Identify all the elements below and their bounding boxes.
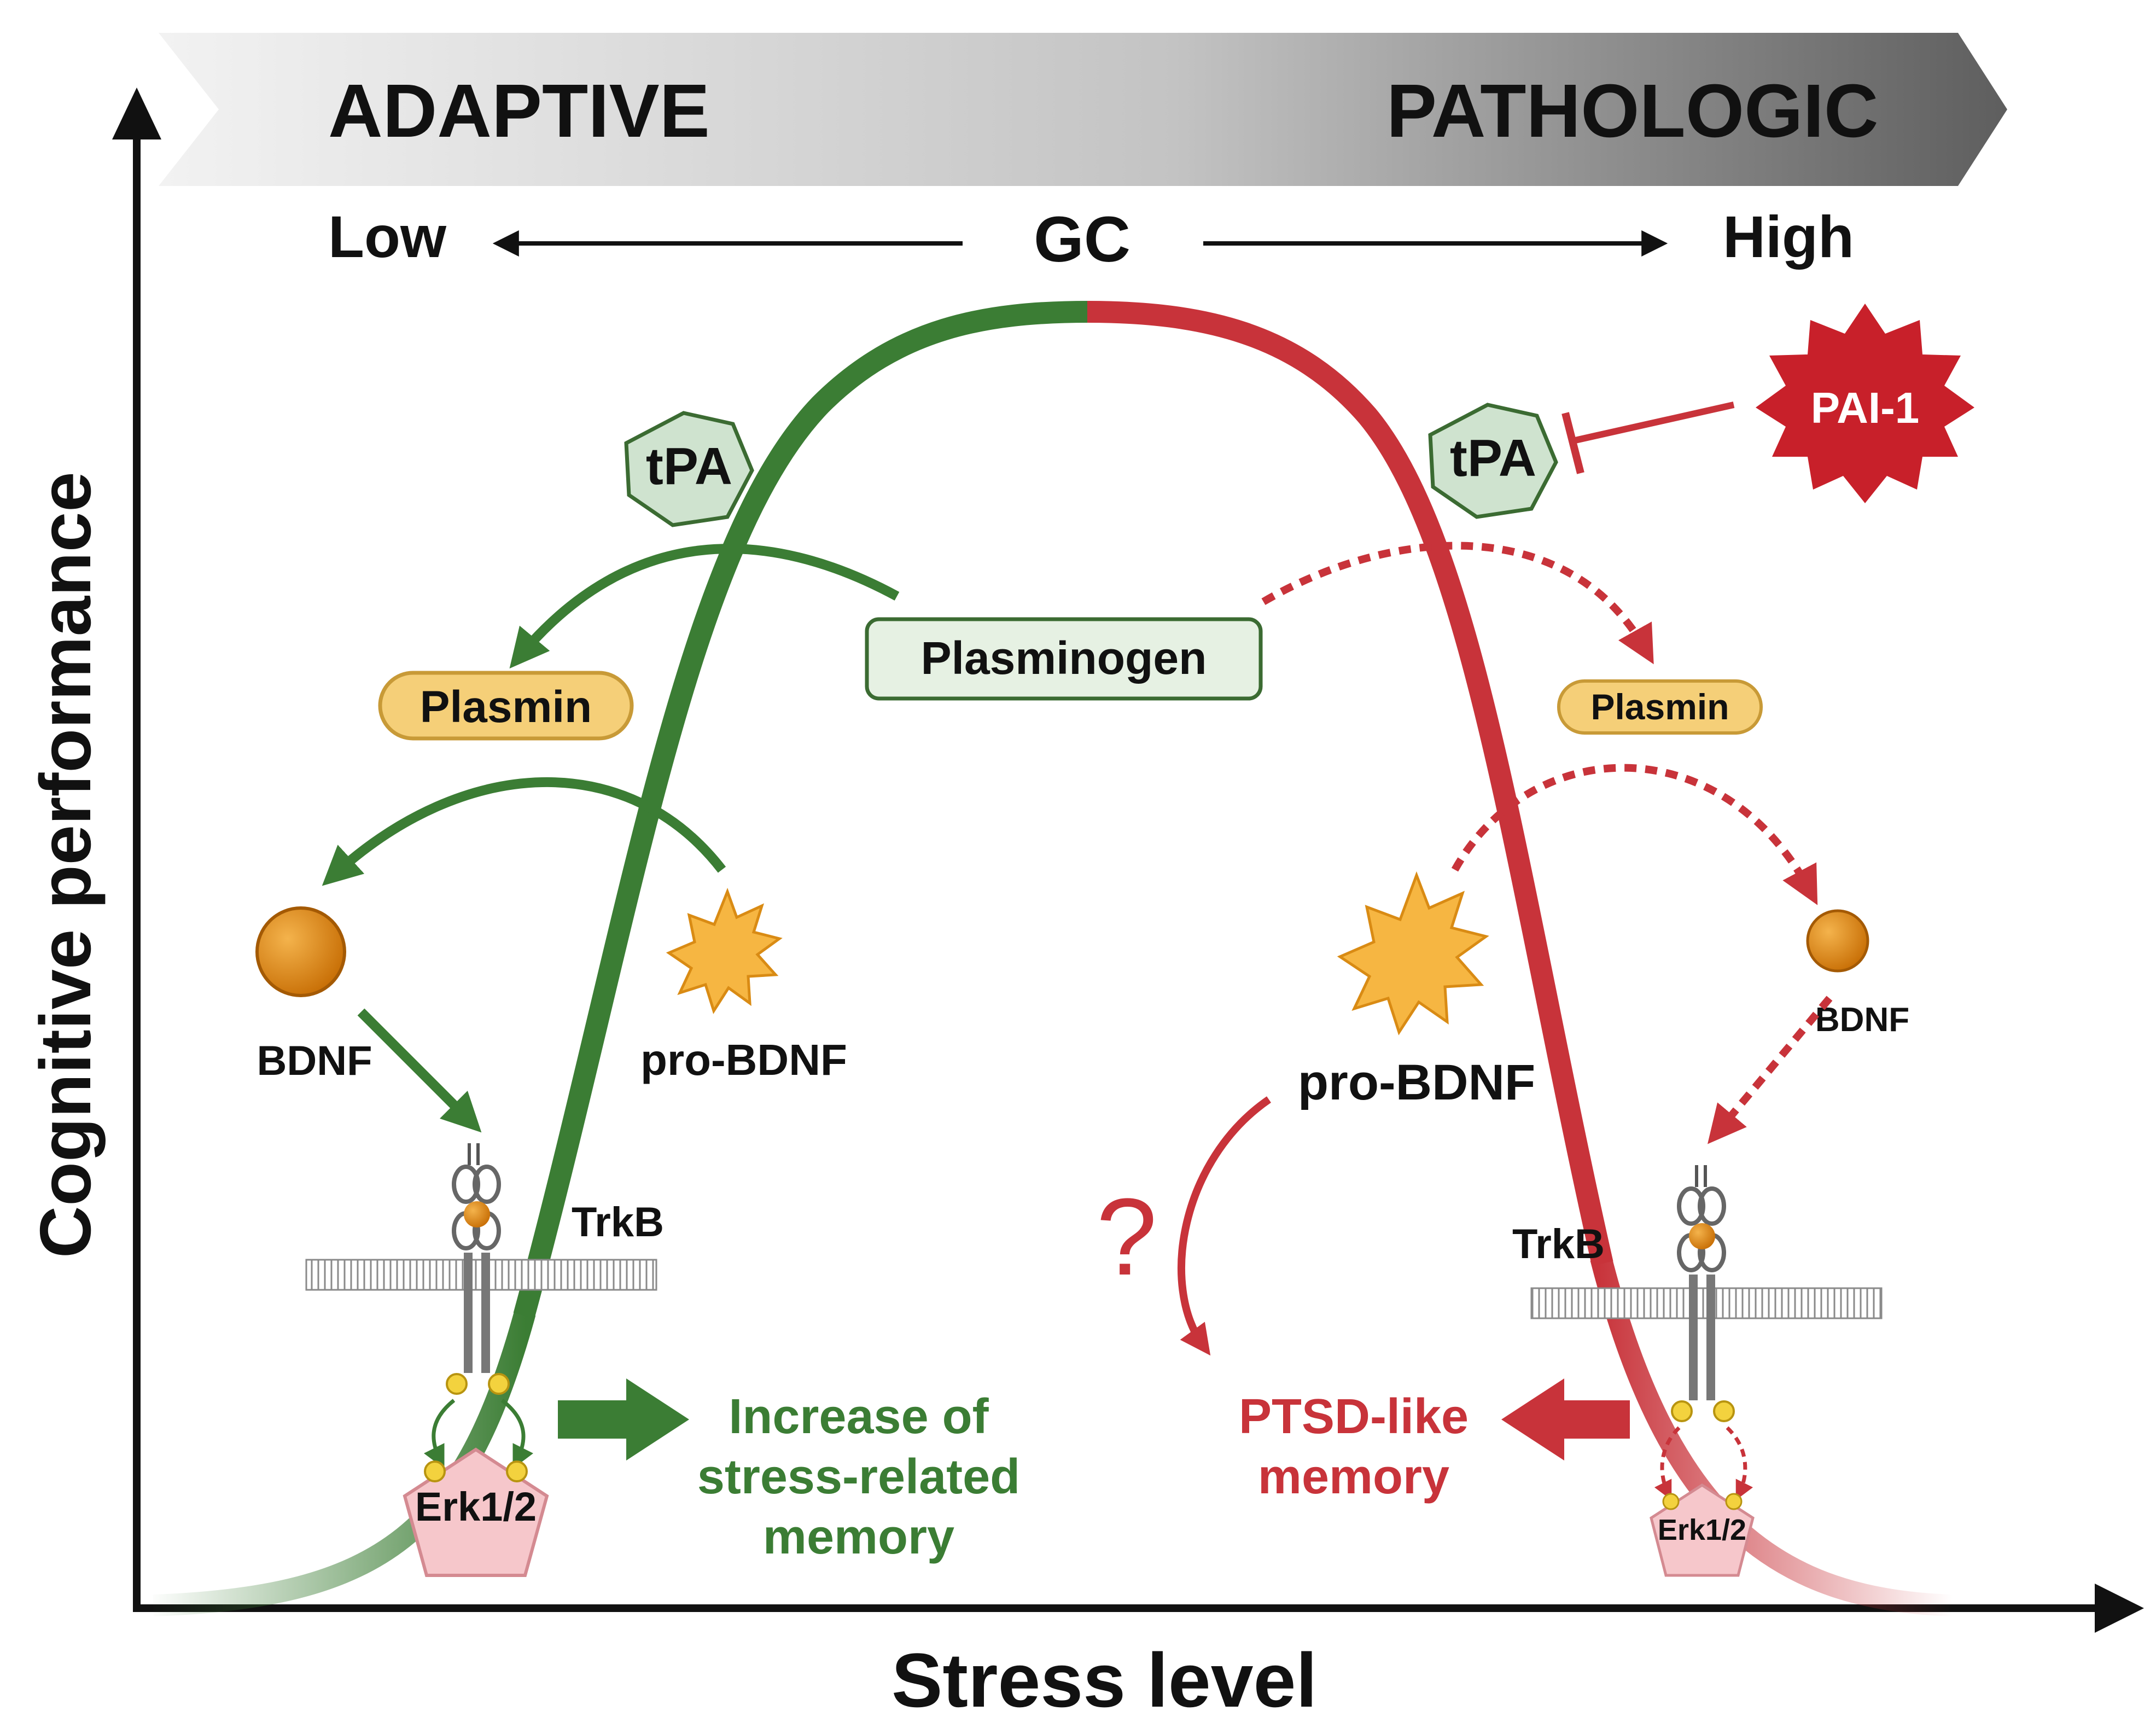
adaptive-bdnf-ball (255, 906, 346, 997)
gc-center-label: GC (1034, 203, 1131, 276)
adaptive-outcome-line-2: stress-related (697, 1450, 1020, 1504)
adaptive-outcome-line-3: memory (763, 1510, 954, 1564)
pathologic-bdnf-label: BDNF (1815, 1001, 1909, 1039)
pathologic-trkb-to-erk-arrow-left (1654, 1426, 1681, 1500)
pathologic-plasmin-label: Plasmin (1590, 686, 1729, 727)
adaptive-label: ADAPTIVE (328, 69, 710, 153)
adaptive-probdnf-label: pro-BDNF (640, 1035, 847, 1084)
adaptive-tpa-label: tPA (646, 437, 732, 496)
header-banner: ADAPTIVE PATHOLOGIC (159, 33, 2007, 186)
adaptive-plasmin-label: Plasmin (420, 682, 592, 732)
adaptive-plasminogen-to-plasmin-arrow (509, 544, 900, 669)
x-axis-arrowhead (2095, 1584, 2144, 1633)
pathologic-bdnf-ball (1806, 909, 1869, 973)
adaptive-probdnf-to-bdnf-arrow (322, 777, 726, 886)
adaptive-bdnf-label: BDNF (257, 1038, 372, 1084)
pai1-label: PAI-1 (1811, 383, 1920, 432)
banner-arrow-shape (159, 33, 2007, 186)
pathologic-outcome-line-1: PTSD-like (1239, 1389, 1469, 1444)
adaptive-outcome-line-1: Increase of (729, 1389, 989, 1444)
pathologic-probdnf-to-ptsd-arrow (1178, 1096, 1271, 1356)
pathologic-question-mark: ? (1096, 1176, 1157, 1298)
pai1-inhibition-line (1574, 402, 1735, 444)
pathologic-bdnf-to-trkb-arrow (1708, 996, 1833, 1144)
pathologic-trkb-to-erk-arrow-right (1726, 1426, 1753, 1500)
plasminogen-label: Plasminogen (921, 632, 1207, 684)
pathologic-erk-label: Erk1/2 (1658, 1514, 1746, 1546)
gc-high-label: High (1723, 203, 1854, 270)
adaptive-trkb-receptor: TrkB (305, 1143, 664, 1395)
gc-scale: Low GC High (328, 203, 1854, 276)
curve-red-fall (1087, 301, 1613, 1266)
pai1-burst (1756, 304, 1974, 503)
pathologic-probdnf-label: pro-BDNF (1298, 1055, 1535, 1110)
pathologic-label: PATHOLOGIC (1386, 69, 1879, 153)
pathologic-outcome-line-2: memory (1258, 1450, 1449, 1504)
curve-green-rise (513, 301, 1089, 1319)
pathologic-trkb-label: TrkB (1512, 1221, 1605, 1267)
adaptive-probdnf-star (666, 887, 783, 1014)
pathologic-bound-bdnf (1689, 1223, 1715, 1249)
pathologic-phospho-left (1671, 1400, 1693, 1422)
gc-low-label: Low (328, 203, 447, 270)
pathologic-trkb-receptor: TrkB (1512, 1165, 1883, 1422)
plasminogen-node: Plasminogen (865, 617, 1263, 701)
pathologic-outcome-arrow (1501, 1378, 1630, 1460)
pathologic-plasminogen-to-plasmin-arrow (1261, 542, 1654, 665)
pathologic-pathway: PAI-1 tPA Plasmin pro-BDNF BDNF ? (1096, 304, 1974, 1577)
pathologic-probdnf-star (1337, 871, 1489, 1035)
inverted-u-curve (153, 301, 1953, 1616)
adaptive-trkb-to-erk-arrow-left (423, 1399, 456, 1469)
adaptive-phospho-right (488, 1373, 510, 1395)
plasminogen-box (865, 617, 1263, 701)
curve-green-tail (153, 1310, 536, 1616)
pathologic-probdnf-to-bdnf-arrow (1451, 764, 1818, 905)
y-axis-label: Cognitive performance (25, 472, 106, 1258)
pathologic-plasmin-pill (1557, 679, 1763, 735)
adaptive-bdnf-to-trkb-arrow (357, 1008, 482, 1133)
pathologic-tpa-label: tPA (1450, 429, 1536, 487)
adaptive-outcome-arrow (558, 1378, 689, 1460)
x-axis-label: Stress level (891, 1637, 1317, 1723)
pathologic-tpa-shape (1428, 403, 1558, 519)
adaptive-tpa-shape (624, 411, 754, 527)
adaptive-trkb-to-erk-arrow-right (500, 1399, 534, 1469)
adaptive-erk-pentagon (403, 1447, 549, 1577)
pai1-inhibition-bar (1561, 412, 1584, 474)
adaptive-trkb-label: TrkB (572, 1199, 664, 1246)
y-axis-arrowhead (112, 88, 161, 139)
axes: Cognitive performance Stress level (25, 88, 2144, 1723)
pathologic-phospho-right (1713, 1400, 1735, 1422)
adaptive-phospho-left (446, 1373, 468, 1395)
adaptive-plasmin-pill (378, 671, 634, 741)
adaptive-bound-bdnf (464, 1201, 490, 1227)
adaptive-pathway: tPA Plasmin BDNF pro-BDNF Tr (255, 411, 1020, 1577)
adaptive-erk-label: Erk1/2 (415, 1484, 537, 1529)
